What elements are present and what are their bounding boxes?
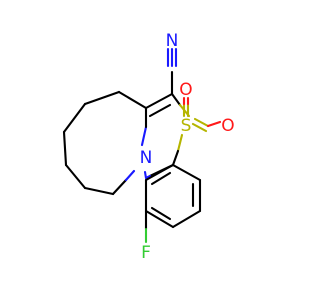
- bond-c-ccn-double: [148, 103, 172, 118]
- bond-azepane-4: [62, 130, 68, 167]
- bond-azepane-8: [124, 169, 136, 182]
- structure-canvas: N N S O O F: [0, 0, 300, 300]
- bond-benz-1: [171, 163, 202, 182]
- background: [0, 0, 300, 300]
- bond-azepane-1: [117, 90, 148, 110]
- bond-s-ar-2: [171, 149, 180, 167]
- bond-azepane-6: [83, 186, 115, 196]
- atom-label-oxygen-top: O: [179, 80, 192, 100]
- bond-benz-6-inner: [150, 171, 172, 186]
- bond-s-o-right-c: [206, 120, 222, 128]
- bond-c-s: [170, 92, 182, 107]
- bond-azepane-5: [64, 163, 87, 190]
- atom-label-fluorine: F: [141, 243, 151, 263]
- bond-azepane-2: [83, 90, 121, 106]
- bond-s-ar: [176, 133, 184, 153]
- bond-s-o-right-a: [193, 117, 210, 128]
- atom-label-nitrile-n: N: [166, 31, 179, 51]
- atom-label-sulfur: S: [181, 116, 192, 136]
- bond-ar-n-3: [143, 170, 148, 180]
- bond-benz-3: [171, 209, 202, 229]
- bond-c-ccn: [144, 92, 174, 110]
- bond-azepane-7: [111, 178, 128, 196]
- atom-label-ring-n: N: [140, 148, 153, 168]
- bond-benz-4-inner: [150, 206, 172, 221]
- bond-benz-6: [144, 163, 175, 182]
- atom-label-oxygen-right: O: [221, 116, 234, 136]
- bond-s-o-right-b: [191, 122, 208, 133]
- bond-azepane-3: [62, 102, 87, 134]
- bond-benz-4: [144, 209, 175, 229]
- bond-n-c-upper: [140, 125, 148, 147]
- molecule-structure: N N S O O F: [0, 0, 300, 300]
